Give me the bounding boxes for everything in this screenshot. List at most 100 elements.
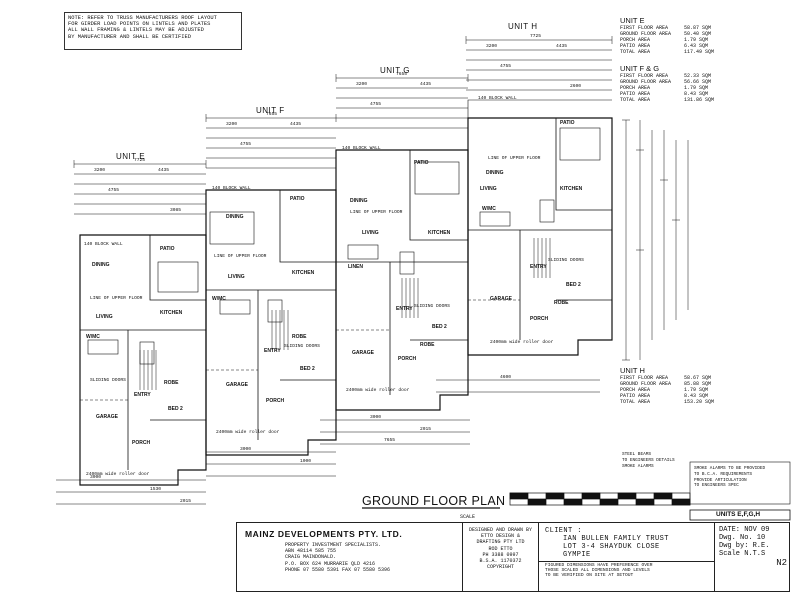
plan-note: 2400mm wide roller door <box>490 340 554 345</box>
room-patio: PATIO <box>290 196 305 202</box>
dim: 7655 <box>384 438 396 443</box>
dim-g-overall: 7655 <box>396 72 408 77</box>
dim: 3000 <box>240 447 252 452</box>
plan-note: LINE OF UPPER FLOOR <box>488 156 541 161</box>
plan-note: LINE OF UPPER FLOOR <box>350 210 403 215</box>
plan-note: 2400mm wide roller door <box>86 472 150 477</box>
dim: 2015 <box>180 499 192 504</box>
unit-f-outline <box>205 189 337 456</box>
room-kitchen: KITCHEN <box>292 270 315 276</box>
room-kitchen: KITCHEN <box>428 230 451 236</box>
plan-note: LINE OF UPPER FLOOR <box>214 254 267 259</box>
units-label: UNITS E,F,G,H <box>716 511 761 518</box>
legend-smoke: SMOKE ALARMS TO BE PROVIDED TO B.C.A. RE… <box>694 466 766 489</box>
plan-note: 140 BLOCK WALL <box>342 146 381 151</box>
dim: 2015 <box>420 427 432 432</box>
room-bed2: BED 2 <box>300 366 315 372</box>
dim: 4435 <box>158 168 170 173</box>
room-patio: PATIO <box>160 246 175 252</box>
dim: 2600 <box>570 84 582 89</box>
sheet-info: DATE: NOV 09 Dwg. No. 10 Dwg by: R.E. Sc… <box>715 523 791 591</box>
plan-note: 2400mm wide roller door <box>216 430 280 435</box>
dim: 4600 <box>500 375 512 380</box>
legend-steel: STEEL BEAMS TO ENGINEERS DETAILS SMOKE A… <box>622 452 675 469</box>
dim-f-overall: 7655 <box>266 112 278 117</box>
room-garage: GARAGE <box>490 296 512 302</box>
unit-g-title: UNIT G <box>380 66 410 75</box>
room-porch: PORCH <box>132 440 151 446</box>
room-porch: PORCH <box>530 316 549 322</box>
client-address: LOT 3-4 SHAYDUK CLOSE <box>563 543 660 551</box>
plan-note: LINE OF UPPER FLOOR <box>90 296 143 301</box>
room-living: LIVING <box>480 186 497 192</box>
room-dining: DINING <box>350 198 368 204</box>
room-kitchen: KITCHEN <box>560 186 583 192</box>
dim: 4755 <box>500 64 512 69</box>
plan-note: 140 BLOCK WALL <box>478 96 517 101</box>
client-town: GYMPIE <box>563 551 591 559</box>
title-block: MAINZ DEVELOPMENTS PTY. LTD. PROPERTY IN… <box>236 522 790 592</box>
room-entry: ENTRY <box>264 348 281 354</box>
room-patio: PATIO <box>414 160 429 166</box>
unit-f-title: UNIT F <box>256 106 285 115</box>
room-patio: PATIO <box>560 120 575 126</box>
room-entry: ENTRY <box>396 306 413 312</box>
plan-note: 2400mm wide roller door <box>346 388 410 393</box>
drawing-number: Dwg. No. 10 <box>719 534 766 542</box>
scale-word: SCALE <box>460 514 476 520</box>
dim: 3085 <box>170 208 182 213</box>
plan-note: 140 BLOCK WALL <box>84 242 123 247</box>
note-line: NOTE: REFER TO TRUSS MANUFACTURERS ROOF … <box>68 15 217 21</box>
area-title: UNIT E <box>620 16 645 25</box>
room-wmc: W/MC <box>212 296 226 302</box>
room-dining: DINING <box>226 214 244 220</box>
company-block: MAINZ DEVELOPMENTS PTY. LTD. PROPERTY IN… <box>237 523 463 591</box>
drawn-by: Dwg by: R.E. <box>719 542 770 550</box>
designed-by: DESIGNED AND DRAWN BY <box>468 527 532 533</box>
dim: 4435 <box>556 44 568 49</box>
note-line: FOR GIRDER LOAD POINTS ON LINTELS AND PL… <box>68 21 211 28</box>
company-line: P.O. BOX 624 MURRARIE QLD 4216 <box>285 560 376 567</box>
room-robe: ROBE <box>292 334 307 340</box>
dim: 3000 <box>90 475 102 480</box>
room-living: LIVING <box>96 314 113 320</box>
revision: N2 <box>776 558 787 568</box>
dim: 3200 <box>226 122 238 127</box>
room-porch: PORCH <box>398 356 417 362</box>
dim: 3200 <box>94 168 106 173</box>
client-block: CLIENT : IAN BULLEN FAMILY TRUST LOT 3-4… <box>539 523 715 591</box>
company-line: CRAIG MAINDONALD. <box>285 554 337 561</box>
room-garage: GARAGE <box>226 382 248 388</box>
room-living: LIVING <box>362 230 379 236</box>
room-dining: DINING <box>486 170 504 176</box>
room-dining: DINING <box>92 262 110 268</box>
client-label: CLIENT : <box>545 527 582 535</box>
plan-note: 140 BLOCK WALL <box>212 186 251 191</box>
note-line: ALL WALL FRAMING & LINTELS MAY BE ADJUST… <box>68 27 204 34</box>
room-robe: ROBE <box>164 380 179 386</box>
room-kitchen: KITCHEN <box>160 310 183 316</box>
company-line: PHONE 07 5580 5391 FAX 07 5580 5396 <box>285 566 391 573</box>
plan-note: SLIDING DOORS <box>548 258 584 263</box>
room-entry: ENTRY <box>134 392 151 398</box>
date: DATE: NOV 09 <box>719 526 770 534</box>
unit-e-outline <box>79 234 207 486</box>
company-name: MAINZ DEVELOPMENTS PTY. LTD. <box>245 529 403 539</box>
dim: 3000 <box>370 415 382 420</box>
room-robe: ROBE <box>420 342 435 348</box>
room-bed2: BED 2 <box>168 406 183 412</box>
room-wmc: W/MC <box>482 206 496 212</box>
area-title: UNIT H <box>620 366 645 375</box>
client-name: IAN BULLEN FAMILY TRUST <box>563 535 669 543</box>
note-line: BY MANUFACTURER AND SHALL BE CERTIFIED <box>68 33 191 40</box>
room-garage: GARAGE <box>352 350 374 356</box>
dim: 1000 <box>300 459 312 464</box>
plan-note: SLIDING DOORS <box>284 344 320 349</box>
dim: 3200 <box>356 82 368 87</box>
area-title: UNIT F & G <box>620 64 660 73</box>
room-living: LIVING <box>228 274 245 280</box>
dim: 4435 <box>290 122 302 127</box>
